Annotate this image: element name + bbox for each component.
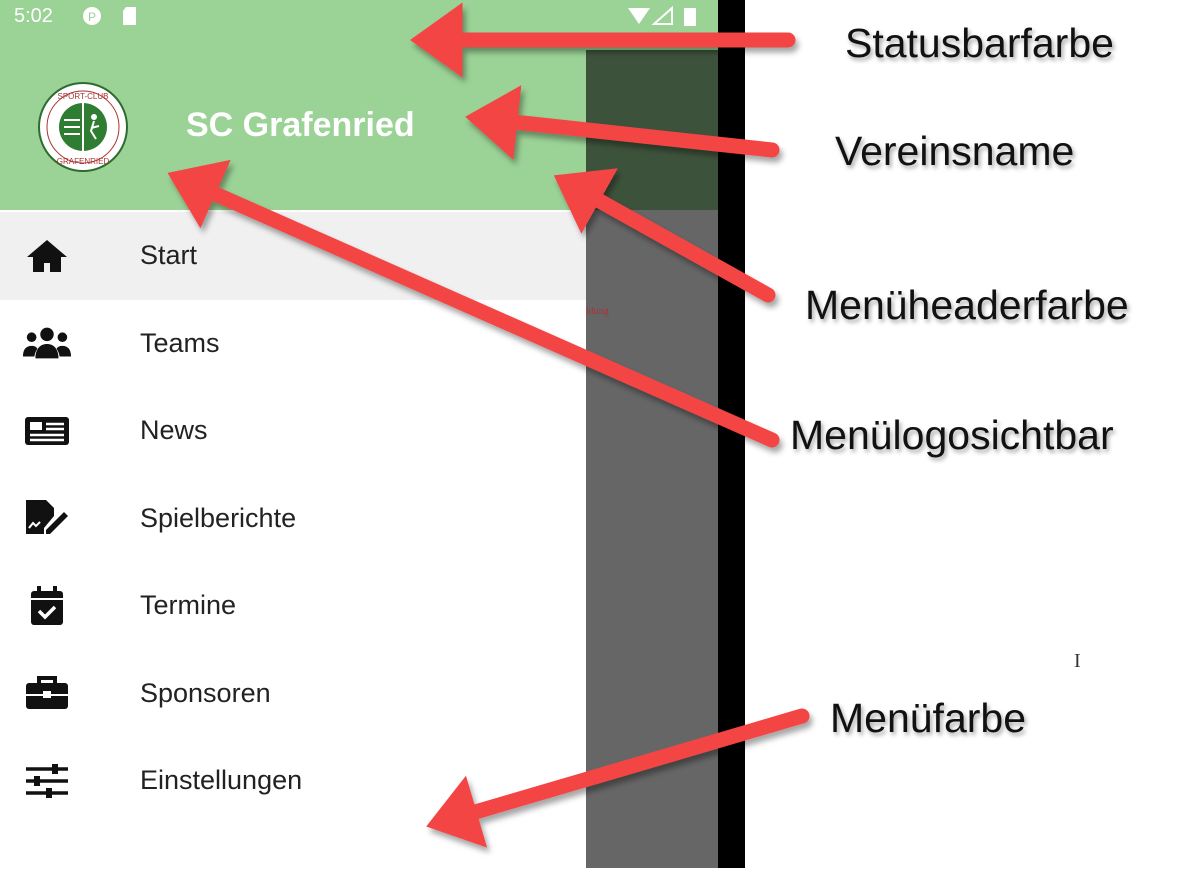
menu-item-teams[interactable]: Teams (0, 300, 586, 388)
annotation-menu-color: Menüfarbe (830, 695, 1027, 741)
svg-text:P: P (88, 10, 96, 24)
report-edit-icon (22, 498, 72, 538)
menu-item-spielberichte[interactable]: Spielberichte (0, 475, 586, 563)
menu-item-news[interactable]: News (0, 387, 586, 475)
menu-item-label: Termine (140, 590, 237, 621)
menu-item-label: Teams (140, 327, 220, 358)
annotation-club-name: Vereinsname (835, 128, 1075, 174)
menu-item-termine[interactable]: Termine (0, 562, 586, 650)
menu-header-extension (586, 30, 718, 50)
newspaper-icon (22, 411, 72, 451)
menu-item-label: Einstellungen (140, 765, 303, 796)
club-logo: SPORT-CLUB GRAFENRIED (38, 82, 128, 172)
briefcase-icon (22, 673, 72, 713)
scrim-overlay[interactable]: ldung (586, 210, 718, 868)
status-time: 5:02 (14, 5, 53, 27)
signal-wifi-battery-icon (628, 6, 696, 26)
club-name: SC Grafenried (186, 106, 415, 144)
sd-card-icon (123, 7, 136, 25)
scrim-over-appbar[interactable] (586, 50, 718, 210)
menu-item-sponsoren[interactable]: Sponsoren (0, 650, 586, 738)
navigation-menu: Start Teams News Spielberichte Termine S… (0, 212, 586, 825)
annotation-header-color: Menüheaderfarbe (805, 282, 1129, 328)
annotation-statusbar: Statusbarfarbe (845, 20, 1114, 66)
menu-header: SPORT-CLUB GRAFENRIED SC Grafenried (0, 30, 586, 210)
sliders-icon (22, 761, 72, 801)
phone-screen: 5:02 P SPORT-CLUB GRAFENRIED SC Grafenri… (0, 0, 745, 868)
menu-item-start[interactable]: Start (0, 212, 586, 300)
status-bar: 5:02 P (0, 0, 718, 30)
menu-item-einstellungen[interactable]: Einstellungen (0, 737, 586, 825)
background-text-fragment: ldung (586, 306, 609, 317)
home-icon (22, 236, 72, 276)
device-edge (718, 0, 745, 868)
annotation-logo-visible: Menülogosichtbar (790, 412, 1114, 458)
menu-item-label: Start (140, 240, 198, 271)
menu-item-label: Spielberichte (140, 502, 297, 533)
text-cursor-icon: I (1074, 650, 1081, 672)
calendar-check-icon (22, 585, 72, 626)
menu-item-label: Sponsoren (140, 677, 271, 708)
menu-item-label: News (140, 415, 208, 446)
svg-text:SPORT-CLUB: SPORT-CLUB (58, 92, 109, 101)
svg-text:GRAFENRIED: GRAFENRIED (57, 157, 110, 166)
users-icon (22, 323, 72, 363)
notification-icon: P (83, 7, 101, 25)
